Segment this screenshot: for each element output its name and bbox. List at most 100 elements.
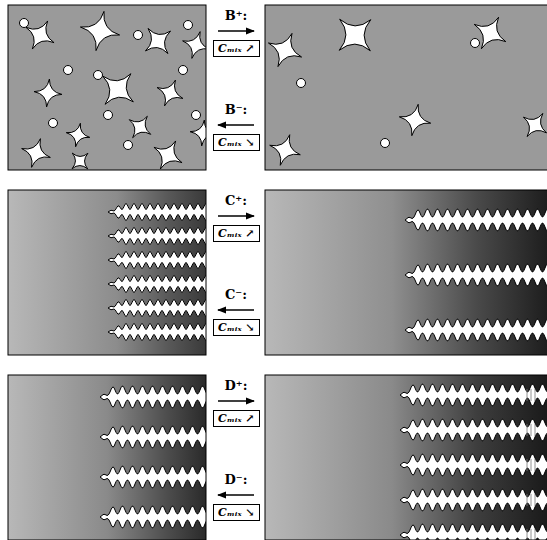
- dendrite: [405, 209, 547, 231]
- step-label: C⁻:: [225, 288, 247, 302]
- panel-frame: [265, 190, 547, 355]
- star-crystal: [523, 113, 546, 136]
- star-crystal: [145, 28, 170, 53]
- panel: [265, 375, 547, 540]
- concentration-text: Cₘᵢₓ ↗: [218, 412, 255, 425]
- star-crystal: [34, 79, 62, 107]
- star-crystal: [154, 141, 182, 169]
- tip-hatch: [527, 529, 528, 540]
- tip-hatch: [531, 459, 532, 471]
- droplet: [124, 141, 133, 150]
- tip-hatch: [531, 424, 532, 436]
- dendrite: [405, 264, 547, 286]
- star-crystal: [399, 104, 430, 135]
- tip-hatch: [535, 529, 536, 540]
- concentration-text: Cₘᵢₓ ↗: [218, 42, 255, 55]
- dendrite: [400, 384, 547, 406]
- star-crystal: [190, 120, 206, 146]
- droplet: [134, 31, 143, 40]
- star-crystal: [72, 153, 88, 169]
- step-label: D⁺:: [225, 379, 248, 393]
- droplet: [179, 66, 188, 75]
- droplet: [94, 71, 103, 80]
- panel: [265, 5, 547, 170]
- star-crystal: [157, 80, 183, 106]
- tip-hatch: [531, 529, 532, 540]
- droplet: [297, 79, 306, 88]
- droplet: [49, 119, 58, 128]
- droplet: [192, 111, 201, 120]
- step-label: C⁺:: [225, 194, 247, 208]
- step-label: B⁻:: [225, 103, 248, 117]
- panel-frame: [8, 5, 206, 170]
- dendrite: [400, 419, 547, 441]
- star-crystal: [26, 21, 54, 49]
- panel: [8, 190, 206, 355]
- tip-hatch: [531, 389, 532, 401]
- concentration-box: Cₘᵢₓ ↗: [213, 225, 260, 242]
- dendrite: [108, 252, 206, 269]
- concentration-box: Cₘᵢₓ ↘: [213, 319, 260, 336]
- dendrite: [100, 506, 206, 528]
- panel-ground: [8, 5, 206, 170]
- tip-hatch: [527, 494, 528, 506]
- concentration-text: Cₘᵢₓ ↘: [218, 321, 255, 334]
- tip-hatch: [535, 459, 536, 471]
- dendrite: [100, 466, 206, 488]
- star-crystal: [268, 33, 301, 66]
- panel: [8, 375, 206, 540]
- panel-frame: [8, 190, 206, 355]
- droplet: [104, 111, 113, 120]
- droplet: [471, 39, 480, 48]
- tip-hatch: [535, 389, 536, 401]
- panel-frame: [8, 375, 206, 540]
- concentration-box: Cₘᵢₓ ↗: [213, 410, 260, 427]
- tip-hatch: [535, 494, 536, 506]
- star-crystal: [270, 135, 301, 166]
- dendrite: [108, 228, 206, 245]
- star-crystal: [339, 19, 371, 51]
- concentration-box: Cₘᵢₓ ↘: [213, 504, 260, 521]
- star-crystal: [22, 139, 51, 168]
- droplet: [381, 139, 390, 148]
- tip-hatch: [535, 424, 536, 436]
- dendrite: [405, 319, 547, 341]
- backward-arrow: [218, 309, 254, 310]
- concentration-box: Cₘᵢₓ ↗: [213, 40, 260, 57]
- forward-arrow: [218, 30, 254, 31]
- backward-arrow: [218, 494, 254, 495]
- backward-arrow: [218, 124, 254, 125]
- dendrite: [100, 426, 206, 448]
- dendrite: [400, 524, 547, 540]
- dendrite: [108, 204, 206, 221]
- concentration-text: Cₘᵢₓ ↘: [218, 136, 255, 149]
- droplet: [184, 21, 193, 30]
- dendrite: [108, 276, 206, 293]
- concentration-box: Cₘᵢₓ ↘: [213, 134, 260, 151]
- droplet: [64, 66, 73, 75]
- star-crystal: [80, 11, 119, 50]
- panel: [8, 5, 206, 170]
- star-crystal: [103, 74, 134, 105]
- dendrite: [400, 454, 547, 476]
- panel: [265, 190, 547, 355]
- star-crystal: [66, 123, 90, 147]
- tip-hatch: [527, 424, 528, 436]
- dendrite: [108, 300, 206, 317]
- tip-hatch: [527, 389, 528, 401]
- tip-hatch: [531, 494, 532, 506]
- droplet: [20, 19, 29, 28]
- dendrite: [108, 324, 206, 341]
- dendrite: [100, 386, 206, 408]
- step-label: B⁺:: [225, 9, 248, 23]
- concentration-text: Cₘᵢₓ ↘: [218, 506, 255, 519]
- concentration-text: Cₘᵢₓ ↗: [218, 227, 255, 240]
- star-crystal: [129, 116, 150, 137]
- forward-arrow: [218, 215, 254, 216]
- panel-frame: [265, 5, 547, 170]
- step-label: D⁻:: [225, 473, 248, 487]
- panel-ground: [265, 5, 547, 170]
- dendrite: [400, 489, 547, 511]
